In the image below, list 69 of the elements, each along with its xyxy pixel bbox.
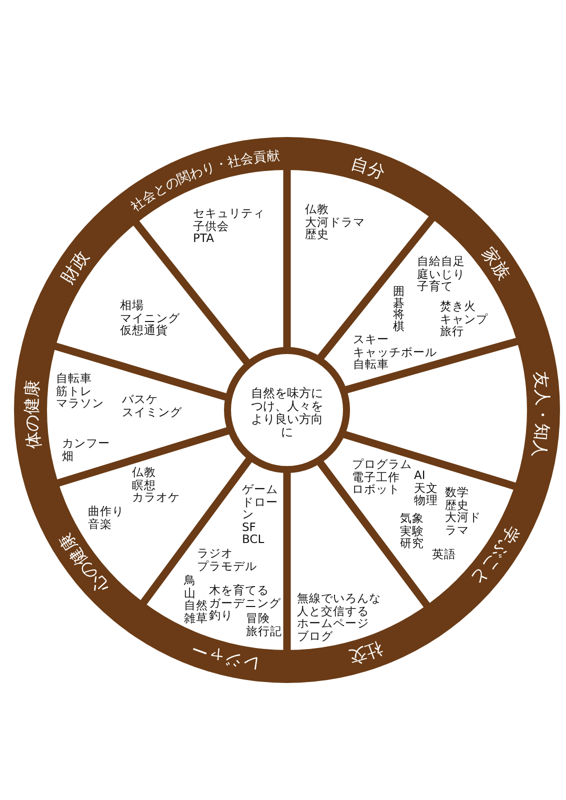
activity-text: 仏教 <box>132 466 156 478</box>
activity-text: AI <box>414 469 426 482</box>
category-label: 心の健康 <box>56 530 114 596</box>
activity-text: 物理 <box>414 494 438 506</box>
activity-text: 筋トレ <box>56 384 92 397</box>
activity-text: 鳥 <box>184 574 196 586</box>
activity-text: 自転車 <box>56 372 92 384</box>
activity-text: 自給自足 <box>417 255 465 268</box>
activity-text: 歴史 <box>445 498 469 511</box>
activity-text: ガーデニング <box>209 596 281 609</box>
category-label: 財政 <box>58 248 94 288</box>
activity-text: プラモデル <box>197 560 257 572</box>
activity-text: 音楽 <box>88 518 112 530</box>
activity-text: 無線でいろんな人と交信する <box>297 592 382 617</box>
activity-text: 曲作り <box>88 505 124 518</box>
category-label: レジャー <box>189 638 261 674</box>
activity-text: 相場 <box>120 299 144 312</box>
category-label: 体の健康 <box>22 379 45 450</box>
activity-text: カンフー <box>62 437 110 450</box>
activity-text: BCL <box>242 533 264 546</box>
activity-text: ゲーム <box>242 483 278 496</box>
category-label: 自分 <box>348 154 388 184</box>
activity-text: 子供会 <box>193 220 229 232</box>
activity-text: マイニング <box>120 312 180 324</box>
activity-text: ロボット <box>352 483 400 496</box>
activity-text: 山 <box>184 586 196 599</box>
activity-text: スキー <box>353 333 389 346</box>
activity-text: カラオケ <box>132 491 180 504</box>
activity-text: 瞑想 <box>132 478 156 491</box>
activity-text: 電子工作 <box>352 470 400 483</box>
activity-text: 英語 <box>432 548 456 560</box>
activity-text: 自然 <box>184 599 208 612</box>
activity-text: 数学 <box>445 486 469 498</box>
activity-text: 仮想通貨 <box>120 324 168 336</box>
activity-text: ドローン <box>242 496 278 520</box>
activity-text: 天文 <box>414 482 438 494</box>
activity-text: 歴史 <box>305 228 329 240</box>
activity-text: 仏教 <box>305 203 329 216</box>
activity-text: キャッチボール <box>353 346 437 358</box>
activity-text: 実験 <box>400 524 424 537</box>
activity-text: 気象 <box>400 512 424 524</box>
activity-text: 旅行記 <box>246 624 282 637</box>
activity-text: PTA <box>193 232 214 244</box>
activity-text: プログラム <box>352 458 412 470</box>
activity-text: 子育て <box>417 280 453 292</box>
activity-text: 釣り <box>209 609 233 622</box>
activity-text: ブログ <box>297 630 333 642</box>
activity-text: マラソン <box>56 397 104 410</box>
activity-text: スイミング <box>122 406 182 418</box>
activity-text: 冒険 <box>246 612 270 624</box>
category-label: 友人・知人 <box>528 370 552 459</box>
activity-text: キャンプ <box>440 312 488 325</box>
category-label: 家族 <box>478 244 514 284</box>
activity-text: 庭いじり <box>417 268 465 280</box>
activity-text: 畑 <box>62 450 74 462</box>
category-label: 社交 <box>346 637 386 668</box>
activity-text: 自転車 <box>353 358 389 370</box>
activity-text: 焚き火 <box>440 300 476 312</box>
activity-text: ラジオ <box>197 547 233 560</box>
activity-text: 大河ドラマ <box>305 216 365 228</box>
center-text: 自然を味方につけ、人々をより良い方向に <box>250 387 324 439</box>
activity-text: SF <box>242 520 256 533</box>
activity-text: 囲碁将棋 <box>393 286 405 332</box>
activity-text: 旅行 <box>440 325 464 338</box>
activity-text: 研究 <box>400 537 424 550</box>
activity-text: 雑草 <box>184 612 208 624</box>
activity-text: ホームページ <box>297 617 369 630</box>
activity-text: バスケ <box>122 393 158 406</box>
activity-text: 木を育てる <box>209 584 269 596</box>
